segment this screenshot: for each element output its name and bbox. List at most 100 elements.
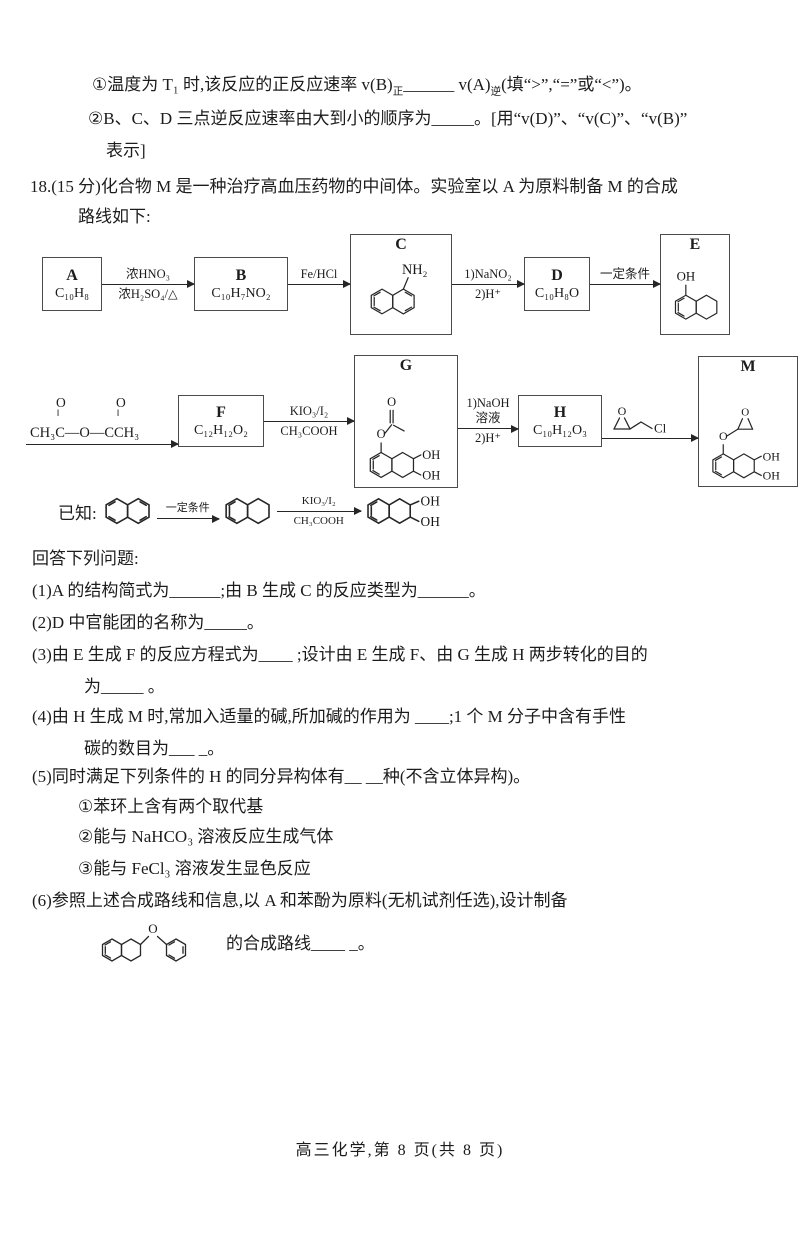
arrowhead xyxy=(511,424,519,433)
carbonyl-o-label: O xyxy=(387,395,396,409)
compound-formula: C₁₀H₈ xyxy=(54,285,90,301)
amine-group-label: NH₂ xyxy=(402,261,428,277)
hydroxyl-group-label: OH xyxy=(420,494,440,509)
arrow-line xyxy=(26,440,179,448)
chlorine-label: Cl xyxy=(654,420,667,435)
compound-box-d: D C₁₀H₈O xyxy=(524,257,590,311)
reaction-conditions: 浓HNO₃ xyxy=(126,266,170,281)
reaction-arrow-7: O Cl xyxy=(602,402,699,442)
compound-box-e: E OH xyxy=(660,233,730,335)
arrow-line xyxy=(288,280,351,288)
compound-formula: C₁₂H₁₂O₂ xyxy=(194,422,248,438)
compound-box-m: M O O OH OH xyxy=(698,355,798,487)
compound-box-f: F C₁₂H₁₂O₂ xyxy=(178,395,264,447)
q18-stem-line-1: 18.(15 分)化合物 M 是一种治疗高血压药物的中间体。实验室以 A 为原料… xyxy=(30,177,678,196)
structure-naphthalene xyxy=(105,497,150,525)
reaction-conditions: 溶液 xyxy=(475,411,501,425)
hydroxyl-group-label: OH xyxy=(422,468,440,482)
reaction-arrow-6: 1)NaOH 溶液 2)H⁺ xyxy=(458,396,519,446)
reaction-conditions: 一定条件 xyxy=(165,502,210,514)
hydroxyl-group-label: OH xyxy=(422,448,440,462)
known-arrow-1: 一定条件 xyxy=(156,501,220,523)
question-3-line-1: (3)由 E 生成 F 的反应方程式为____ ;设计由 E 生成 F、由 G … xyxy=(32,645,648,664)
compound-formula: C₁₀H₇NO₂ xyxy=(211,285,271,301)
questions-intro: 回答下列问题: xyxy=(32,549,139,568)
compound-box-c: C NH₂ xyxy=(350,233,452,335)
question-6-line-1: (6)参照上述合成路线和信息,以 A 和苯酚为原料(无机试剂任选),设计制备 xyxy=(32,891,568,910)
subscript-zheng: 正 xyxy=(392,86,404,98)
arrowhead xyxy=(517,280,525,288)
ether-o-label: O xyxy=(148,921,157,936)
arrowhead xyxy=(347,417,355,425)
q17-line-3: 表示] xyxy=(106,141,146,160)
question-3-line-2: 为_____ 。 xyxy=(84,677,165,696)
compound-formula: C₁₀H₈O xyxy=(534,285,580,301)
reaction-conditions: KIO₃/I₂ xyxy=(301,494,336,507)
reaction-conditions: 一定条件 xyxy=(599,266,650,281)
question-2: (2)D 中官能团的名称为_____。 xyxy=(32,613,264,632)
hydroxyl-group-label: OH xyxy=(420,514,440,529)
reaction-conditions: 2)H⁺ xyxy=(474,286,502,301)
reaction-conditions: 1)NaOH xyxy=(466,396,510,410)
compound-letter: E xyxy=(689,235,701,253)
arrow-line xyxy=(264,417,355,425)
compound-letter: G xyxy=(399,356,413,374)
hydroxyl-group-label: OH xyxy=(763,449,781,463)
known-arrow-2: KIO₃/I₂ CH₃COOH xyxy=(276,494,362,529)
arrowhead xyxy=(211,514,220,523)
arrow-line xyxy=(590,280,661,288)
known-info-row: 已知: 一定条件 KIO₃/I₂ CH₃COOH xyxy=(58,486,454,536)
acetic-anhydride-structure: O O ‖ ‖ CH₃C—O—CCH₃ xyxy=(26,394,178,442)
reaction-arrow-4: 一定条件 xyxy=(590,266,661,302)
synthesis-scheme-row-1: A C₁₀H₈ 浓HNO₃ 浓H₂SO₄/△ B C₁₀H₇NO₂ Fe/HCl… xyxy=(42,232,758,336)
compound-box-b: B C₁₀H₇NO₂ xyxy=(194,257,288,311)
question-4-line-2: 碳的数目为___ _。 xyxy=(84,739,225,758)
text-segment: ①温度为 T₁ 时,该反应的正反应速率 v(B) xyxy=(92,75,393,94)
q18-stem-line-2: 路线如下: xyxy=(78,207,151,226)
compound-box-a: A C₁₀H₈ xyxy=(42,257,102,311)
arrowhead xyxy=(343,280,351,288)
synthesis-scheme-row-2: O O ‖ ‖ CH₃C—O—CCH₃ F C₁₂H₁₂O₂ KIO₃/I₂ C… xyxy=(26,350,798,492)
reaction-arrow-1: 浓HNO₃ 浓H₂SO₄/△ xyxy=(102,266,195,302)
anhydride-reagent-arrow: O O ‖ ‖ CH₃C—O—CCH₃ xyxy=(26,394,179,448)
question-5-condition-2: ②能与 NaHCO₃ 溶液反应生成气体 xyxy=(78,827,334,846)
reaction-conditions: CH₃COOH xyxy=(293,514,344,527)
arrow-line xyxy=(102,280,195,288)
question-4-line-1: (4)由 H 生成 M 时,常加入适量的碱,所加碱的作用为 ____;1 个 M… xyxy=(32,707,627,726)
reaction-conditions: Fe/HCl xyxy=(300,266,338,281)
carbonyl-o-label: O xyxy=(56,394,66,410)
compound-letter: C xyxy=(395,235,407,253)
structure-tetrahydronaphthalene xyxy=(225,497,270,525)
arrow-line xyxy=(276,507,362,515)
reaction-arrow-5: KIO₃/I₂ CH₃COOH xyxy=(264,404,355,439)
compound-letter: D xyxy=(551,266,563,284)
structure-epichlorohydrin: O Cl xyxy=(613,404,667,435)
arrow-line xyxy=(452,280,525,288)
ester-o-label: O xyxy=(377,427,386,441)
question-5: (5)同时满足下列条件的 H 的同分异构体有__ __种(不含立体异构)。 xyxy=(32,767,531,786)
reaction-arrow-2: Fe/HCl xyxy=(288,266,351,302)
ether-o-label: O xyxy=(719,429,728,443)
compound-letter: H xyxy=(553,403,567,421)
epoxide-o-label: O xyxy=(741,406,749,418)
arrowhead xyxy=(353,507,362,515)
q17-line-2: ②B、C、D 三点逆反应速率由大到小的顺序为_____。[用“v(D)”、“v(… xyxy=(88,109,688,128)
arrow-line xyxy=(458,424,519,433)
compound-box-h: H C₁₀H₁₂O₃ xyxy=(518,395,602,447)
structure-glycidyl-ether-diol: O O OH OH xyxy=(712,406,781,482)
structure-tetrahydronaphthyl-phenyl-ether: O xyxy=(101,921,187,962)
page-footer: 高三化学,第 8 页(共 8 页) xyxy=(295,1142,505,1159)
reaction-conditions: 浓H₂SO₄/△ xyxy=(118,286,178,301)
carbonyl-o-label: O xyxy=(116,394,126,410)
compound-letter: A xyxy=(66,266,78,284)
question-5-condition-1: ①苯环上含有两个取代基 xyxy=(78,797,264,816)
arrowhead xyxy=(653,280,661,288)
compound-box-g: G O O OH OH xyxy=(354,354,458,488)
hydroxyl-group-label: OH xyxy=(677,269,696,283)
compound-letter: M xyxy=(740,357,756,375)
double-bond-mark: ‖ xyxy=(57,407,60,418)
arrowhead xyxy=(187,280,195,288)
question-6-tail: 的合成路线____ _。 xyxy=(226,934,375,953)
text-segment: v(A) xyxy=(454,75,491,94)
